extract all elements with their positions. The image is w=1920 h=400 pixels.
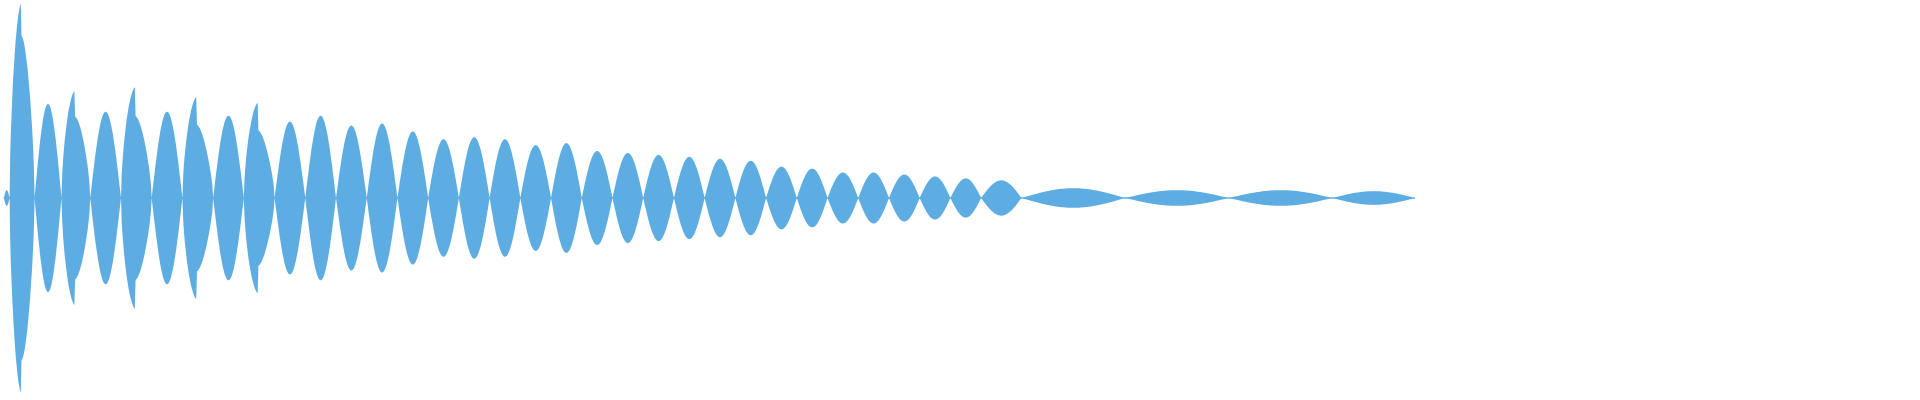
waveform-lobes — [3, 3, 1415, 393]
